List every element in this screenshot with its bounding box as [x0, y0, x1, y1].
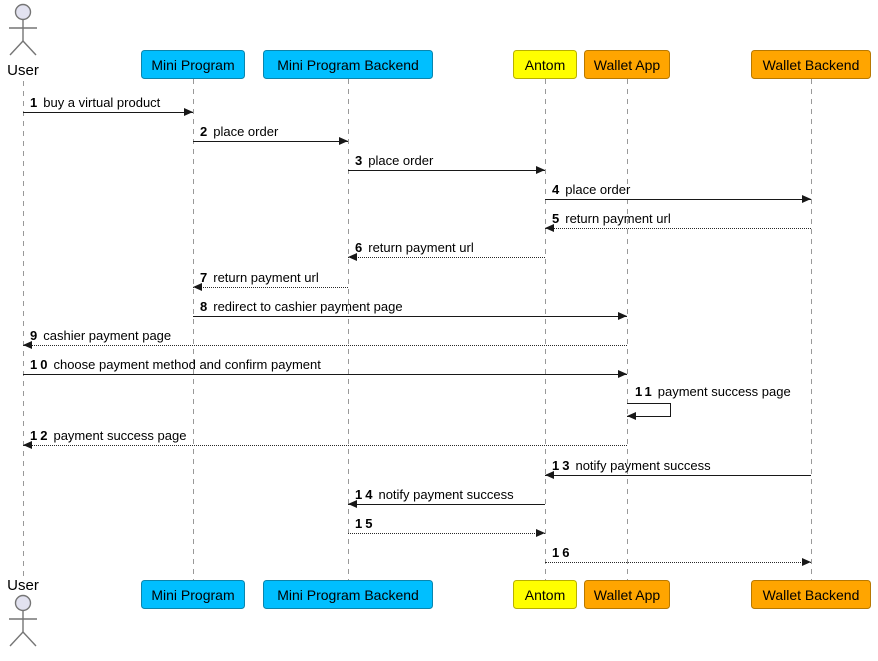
actor-label-user-bottom: User [7, 577, 39, 594]
lifeline-mini-program [193, 79, 194, 580]
message-13-arrowhead [545, 471, 554, 479]
message-11-line-side [670, 403, 671, 416]
participant-box-wallet-app-top: Wallet App [584, 50, 670, 79]
message-9-arrowhead [23, 341, 32, 349]
message-10-text: choose payment method and confirm paymen… [53, 357, 321, 372]
participant-box-mini-program-bottom: Mini Program [141, 580, 245, 609]
message-3-text: place order [368, 153, 434, 168]
message-14-text: notify payment success [378, 487, 514, 502]
message-5-text: return payment url [565, 211, 671, 226]
message-9-number: 9 [30, 328, 41, 343]
message-2-arrowhead [339, 137, 348, 145]
participant-box-mini-program-backend-bottom: Mini Program Backend [263, 580, 433, 609]
message-4-arrowhead [802, 195, 811, 203]
message-6-number: 6 [355, 240, 366, 255]
user-actor-icon-bottom [9, 594, 37, 647]
message-12-text: payment success page [53, 428, 187, 443]
message-15-line [348, 533, 545, 534]
message-13-line [545, 475, 811, 476]
message-1-text: buy a virtual product [43, 95, 161, 110]
message-12-arrowhead [23, 441, 32, 449]
message-4-line [545, 199, 811, 200]
message-3-line [348, 170, 545, 171]
message-9-text: cashier payment page [43, 328, 172, 343]
message-11-line-bottom [627, 416, 671, 417]
message-8-number: 8 [200, 299, 211, 314]
message-2-text: place order [213, 124, 279, 139]
message-16-arrowhead [802, 558, 811, 566]
message-16-number: 16 [552, 545, 573, 560]
participant-box-wallet-backend-bottom: Wallet Backend [751, 580, 871, 609]
lifeline-wallet-app [627, 79, 628, 580]
lifeline-wallet-backend [811, 79, 812, 580]
message-10-arrowhead [618, 370, 627, 378]
message-1-arrowhead [184, 108, 193, 116]
message-15-number: 15 [355, 516, 376, 531]
lifeline-user [23, 81, 24, 578]
participant-box-antom-top: Antom [513, 50, 577, 79]
message-2-line [193, 141, 348, 142]
message-11-line-top [627, 403, 671, 404]
message-8-arrowhead [618, 312, 627, 320]
message-7-line [193, 287, 348, 288]
message-11-number: 11 [635, 384, 655, 399]
message-9-line [23, 345, 627, 346]
message-14-arrowhead [348, 500, 357, 508]
message-5-arrowhead [545, 224, 554, 232]
message-7-text: return payment url [213, 270, 319, 285]
message-16-line [545, 562, 811, 563]
message-4-text: place order [565, 182, 631, 197]
lifeline-antom [545, 79, 546, 580]
participant-box-mini-program-top: Mini Program [141, 50, 245, 79]
user-actor-icon-top [9, 3, 37, 56]
actor-label-user-top: User [7, 62, 39, 79]
participant-box-wallet-backend-top: Wallet Backend [751, 50, 871, 79]
message-8-line [193, 316, 627, 317]
message-14-number: 14 [355, 487, 376, 502]
message-8-text: redirect to cashier payment page [213, 299, 403, 314]
message-6-arrowhead [348, 253, 357, 261]
message-5-line [545, 228, 811, 229]
message-3-number: 3 [355, 153, 366, 168]
message-14-line [348, 504, 545, 505]
message-7-arrowhead [193, 283, 202, 291]
participant-box-mini-program-backend-top: Mini Program Backend [263, 50, 433, 79]
message-3-arrowhead [536, 166, 545, 174]
message-2-number: 2 [200, 124, 211, 139]
message-4-number: 4 [552, 182, 563, 197]
message-13-number: 13 [552, 458, 573, 473]
message-5-number: 5 [552, 211, 563, 226]
message-10-line [23, 374, 627, 375]
participant-box-antom-bottom: Antom [513, 580, 577, 609]
message-1-number: 1 [30, 95, 41, 110]
lifeline-mini-program-backend [348, 79, 349, 580]
message-6-text: return payment url [368, 240, 474, 255]
message-6-line [348, 257, 545, 258]
message-12-number: 12 [30, 428, 51, 443]
message-1-line [23, 112, 193, 113]
message-12-line [23, 445, 627, 446]
participant-box-wallet-app-bottom: Wallet App [584, 580, 670, 609]
message-11-arrowhead [627, 412, 636, 420]
message-10-number: 10 [30, 357, 51, 372]
message-7-number: 7 [200, 270, 211, 285]
message-11-text: payment success page [657, 384, 791, 399]
message-13-text: notify payment success [575, 458, 711, 473]
message-15-arrowhead [536, 529, 545, 537]
